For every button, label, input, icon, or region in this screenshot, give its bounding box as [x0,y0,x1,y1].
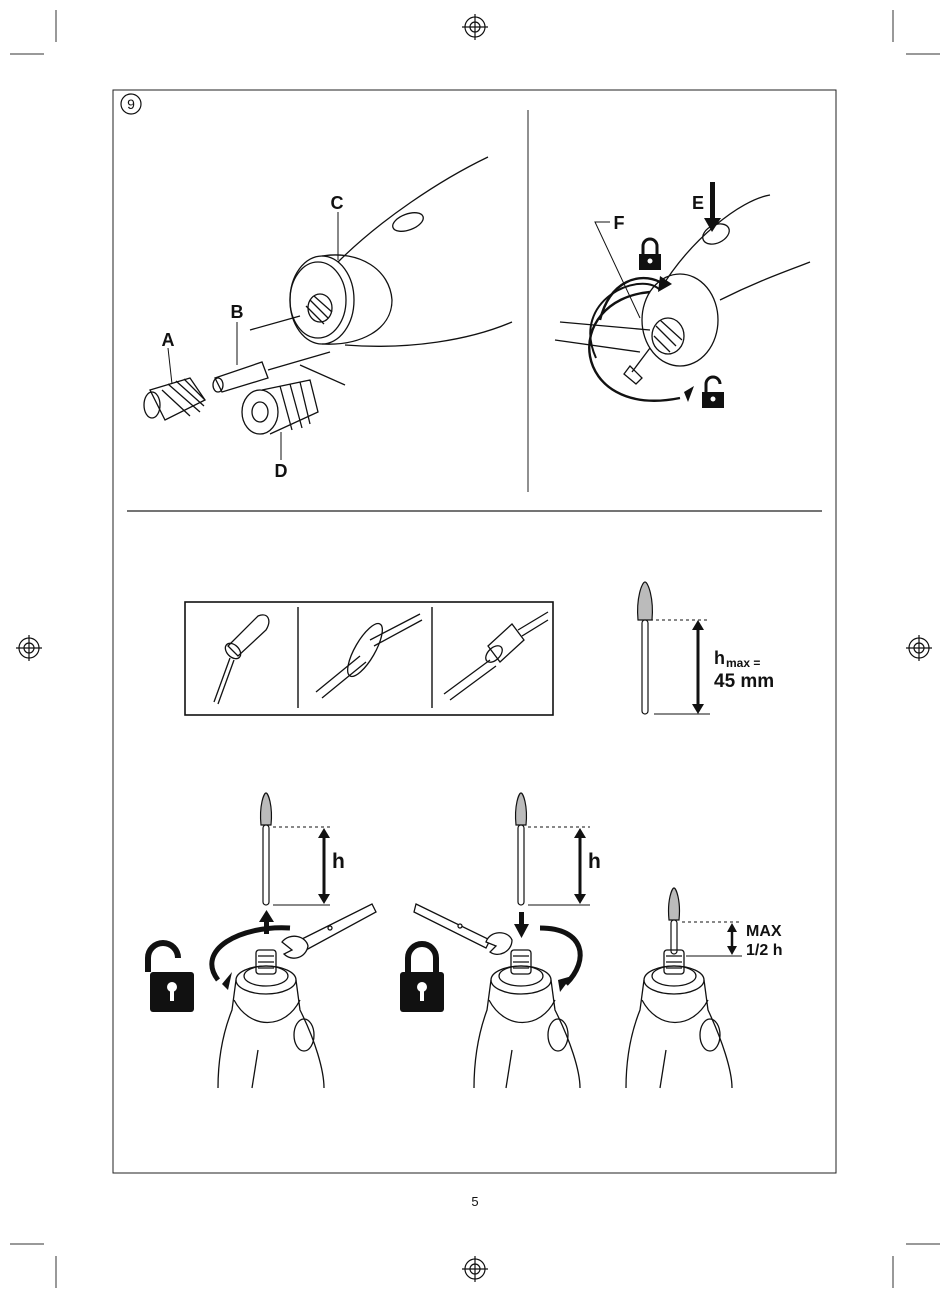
rotation-arrowhead-step1 [222,972,232,990]
padlock-open-icon [702,377,724,408]
tool-head-step2 [474,950,580,1088]
hmax-sub: max = [726,656,760,670]
rotation-arrow-step2 [540,928,580,984]
h-label-step1: h [332,850,345,873]
h-arrow-down-step2 [574,894,586,904]
padlock-open-large-icon [148,943,194,1012]
registration-mark-top [462,14,488,40]
wrench-step1 [282,904,376,958]
bit-hmax [638,582,653,714]
arrow-head-lock [658,276,672,292]
hmax-value: 45 mm [714,671,774,692]
label-c: C [331,193,344,213]
h-arrow-down-step1 [318,894,330,904]
hmax-arrow-up [692,620,704,630]
collet-b [213,362,268,392]
half-h-arrow-down [727,946,737,955]
h-label-step2: h [588,850,601,873]
label-f: F [614,213,625,233]
h-dimension-step2 [528,827,590,905]
label-b: B [231,302,244,322]
rotation-arrowhead-step2 [558,976,572,992]
h-arrow-up-step1 [318,828,330,838]
bit-step2 [516,793,527,905]
label-e: E [692,193,704,213]
registration-mark-left [16,635,42,661]
hmax-dimension [650,620,710,714]
bit-step1 [261,793,272,905]
registration-mark-bottom [462,1256,488,1282]
padlock-closed-large-icon [400,944,444,1012]
push-down-arrow [514,912,529,938]
page-number: 5 [471,1194,478,1209]
h-dimension-step1 [273,827,330,905]
tool-body-lock [555,195,810,384]
label-d: D [275,461,288,481]
h-arrow-up-step2 [574,828,586,838]
tool-body-exploded [250,157,512,385]
grinding-stone-accessory [214,615,269,704]
figure-number: 9 [127,96,135,112]
tool-head-step3 [626,950,732,1088]
collet-nut-a [144,378,205,420]
label-lines-panel1 [168,212,338,460]
bit-step3 [669,888,680,954]
registration-mark-right [906,635,932,661]
figure-frame [113,90,836,1173]
collet-housing-d [242,380,318,434]
hmax-arrow-down [692,704,704,714]
label-a: A [162,330,175,350]
half-h-arrow-up [727,923,737,932]
shaft-accessory [444,612,548,700]
crop-marks [10,10,940,1288]
half-h-label: 1/2 h [746,942,782,959]
figure-number-badge: 9 [121,94,141,114]
hmax-symbol: h [714,648,725,668]
padlock-closed-icon [639,239,661,270]
max-label: MAX [746,923,782,940]
tool-head-step1 [218,950,324,1088]
cutting-disc-accessory [316,614,422,698]
arrow-head-unlock [684,386,694,402]
rotation-arrow-step1 [212,928,290,980]
